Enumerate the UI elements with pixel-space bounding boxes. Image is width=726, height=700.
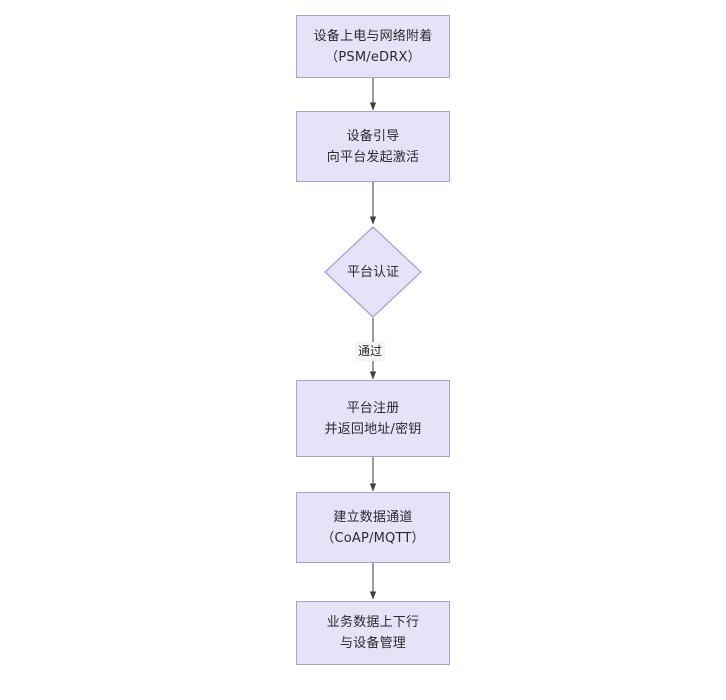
edge-label-pass: 通过 — [355, 342, 386, 361]
node-label-line: （CoAP/MQTT） — [321, 530, 425, 546]
diamond-shape — [324, 226, 422, 318]
node-label-line: 平台注册 — [346, 400, 400, 416]
node-device-power-on[interactable]: 设备上电与网络附着 （PSM/eDRX） — [296, 15, 450, 78]
node-business-data-and-device-management[interactable]: 业务数据上下行 与设备管理 — [296, 601, 450, 665]
node-label-line: 设备引导 — [346, 128, 400, 144]
node-establish-data-channel[interactable]: 建立数据通道 （CoAP/MQTT） — [296, 492, 450, 563]
node-label-line: 向平台发起激活 — [326, 149, 420, 165]
node-label-line: 业务数据上下行 — [326, 615, 420, 630]
node-label-line: 设备上电与网络附着 — [313, 28, 433, 44]
node-label-line: 平台认证 — [346, 264, 399, 280]
node-label-line: （PSM/eDRX） — [325, 49, 421, 65]
node-label-line: 建立数据通道 — [333, 509, 413, 525]
node-platform-authentication[interactable]: 平台认证 — [324, 226, 422, 318]
node-label-line: 并返回地址/密钥 — [324, 421, 422, 437]
node-platform-registration[interactable]: 平台注册 并返回地址/密钥 — [296, 380, 450, 457]
node-device-bootstrap[interactable]: 设备引导 向平台发起激活 — [296, 111, 450, 182]
node-label-line: 与设备管理 — [339, 636, 406, 651]
